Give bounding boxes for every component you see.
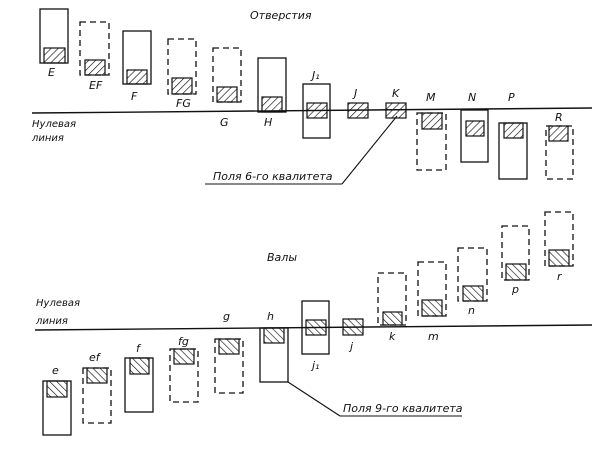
shafts-field-label: k (389, 330, 396, 343)
shafts-field-label: r (557, 270, 563, 283)
holes-field-label: FG (176, 97, 191, 110)
shafts-field-label: h (267, 310, 274, 323)
holes-note-leader (341, 115, 398, 185)
shafts-tolerance-hatch (548, 249, 570, 267)
shafts-note: Поля 9-го квалитета (343, 402, 463, 415)
shafts-field-k: k (377, 272, 407, 343)
shafts-field-label: fg (178, 335, 189, 348)
holes-field-label: N (468, 91, 476, 104)
holes-field-frame (167, 38, 197, 95)
shafts-tolerance-hatch (86, 367, 108, 384)
shafts-field-n: n (457, 247, 488, 317)
holes-field-label: F (131, 90, 138, 103)
shafts-field-e: e (42, 364, 72, 436)
holes-field-label: E (48, 66, 55, 79)
holes-field-f: F (122, 30, 152, 103)
holes-field-frame (302, 83, 331, 139)
holes-field-h: H (257, 57, 287, 129)
shafts-tolerance-hatch (129, 357, 150, 375)
holes-tolerance-hatch (347, 102, 369, 119)
holes-field-label: P (508, 91, 515, 104)
holes-field-ef: EF (79, 21, 110, 92)
holes-zero-line-label-1: Нулевая (32, 119, 76, 130)
shafts-tolerance-hatch (46, 380, 68, 398)
holes-tolerance-hatch (216, 86, 238, 103)
holes-tolerance-hatch (261, 96, 283, 113)
shafts-note-leader (287, 381, 341, 417)
holes-field-frame (460, 109, 489, 163)
shafts-field-j1: j₁ (301, 300, 330, 372)
holes-tolerance-hatch (84, 59, 106, 76)
shafts-field-label: e (52, 364, 59, 377)
holes-tolerance-hatch (385, 102, 407, 119)
shafts-tolerance-hatch (173, 348, 195, 365)
holes-fields: E EF F FG G H J₁ J K M N P R (39, 8, 574, 180)
shafts-field-m: m (417, 261, 447, 343)
holes-tolerance-hatch (43, 47, 66, 64)
shafts-field-fg: fg (169, 335, 199, 403)
shafts-tolerance-hatch (218, 338, 240, 355)
shafts-field-j: j (342, 318, 364, 353)
shafts-tolerance-hatch (342, 318, 364, 336)
shafts-tolerance-hatch (305, 319, 327, 336)
holes-field-r: R (545, 111, 574, 180)
shafts-field-label: g (223, 310, 230, 323)
shafts-field-label: n (468, 304, 475, 317)
holes-field-frame (79, 21, 110, 76)
shafts-field-label: ef (89, 351, 102, 364)
holes-tolerance-hatch (171, 77, 193, 95)
shafts-field-h: h (259, 310, 289, 383)
shafts-field-r: r (544, 211, 574, 283)
holes-title: Отверстия (250, 9, 312, 22)
shafts-field-label: m (428, 330, 439, 343)
holes-field-e: E (39, 8, 69, 79)
holes-section: Отверстия Нулевая линия E EF F FG G H J₁ J K M N P R… (31, 8, 593, 185)
shafts-field-label: p (511, 283, 519, 296)
holes-field-label: G (220, 116, 229, 129)
shafts-field-ef: ef (82, 351, 112, 424)
shafts-zero-line-label-1: Нулевая (36, 298, 80, 309)
holes-field-n: N (460, 91, 489, 163)
shafts-field-p: p (501, 225, 530, 296)
holes-field-fg: FG (167, 38, 197, 110)
shafts-field-label: f (136, 342, 142, 355)
holes-note: Поля 6-го квалитета (213, 170, 333, 183)
holes-tolerance-hatch (126, 69, 148, 85)
holes-field-m: M (416, 91, 447, 171)
holes-tolerance-hatch (421, 112, 443, 130)
shafts-field-f: f (124, 342, 154, 413)
holes-field-label: H (264, 116, 272, 129)
shafts-field-g: g (214, 310, 244, 394)
holes-field-j: J (347, 87, 369, 119)
shafts-tolerance-hatch (505, 263, 527, 281)
holes-tolerance-hatch (548, 125, 569, 142)
shafts-tolerance-hatch (382, 311, 403, 326)
holes-field-p: P (498, 91, 528, 180)
shafts-field-label: j (348, 340, 354, 353)
shafts-tolerance-hatch (263, 327, 285, 344)
holes-tolerance-hatch (503, 122, 524, 139)
shafts-zero-line-label-2: линия (35, 316, 68, 327)
shafts-fields: e ef f fg g h j₁ j k m n p r (42, 211, 574, 436)
shafts-title: Валы (267, 251, 297, 264)
holes-field-label: M (426, 91, 436, 104)
shafts-field-frame (457, 247, 488, 302)
shafts-tolerance-hatch (421, 299, 443, 317)
holes-field-label: EF (89, 79, 103, 92)
holes-tolerance-hatch (306, 102, 328, 119)
shafts-field-label: j₁ (310, 359, 319, 372)
holes-field-label: R (555, 111, 563, 124)
holes-field-j1: J₁ (302, 69, 331, 139)
holes-field-g: G (212, 47, 242, 129)
holes-tolerance-hatch (465, 120, 485, 137)
holes-field-label: K (392, 87, 400, 100)
shafts-tolerance-hatch (462, 285, 484, 302)
holes-field-label: J₁ (310, 69, 320, 82)
holes-field-k: K (385, 87, 407, 119)
holes-field-label: J (352, 87, 357, 100)
shafts-field-frame (301, 300, 330, 355)
shafts-section: Валы Нулевая линия e ef f fg g h j₁ j k m n p r Поля… (34, 211, 593, 436)
holes-zero-line-label-2: линия (31, 133, 64, 144)
